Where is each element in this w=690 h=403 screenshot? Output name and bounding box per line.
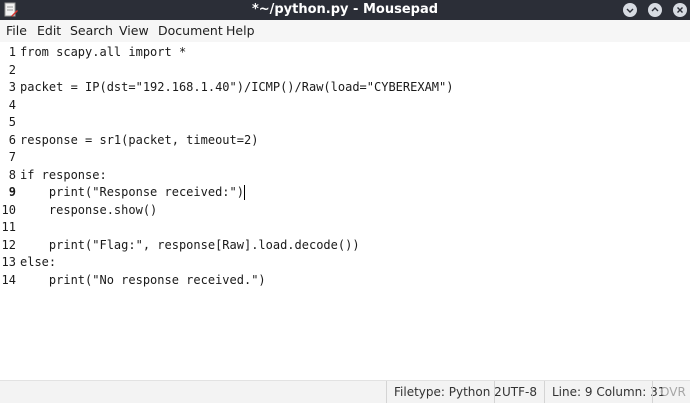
line-number: 14 xyxy=(1,272,16,287)
close-icon[interactable] xyxy=(673,3,687,17)
window-title: *~/python.py - Mousepad xyxy=(251,2,439,17)
menu-edit[interactable]: Edit xyxy=(37,23,62,38)
code-line[interactable]: print("Flag:", response[Raw].load.decode… xyxy=(20,237,360,252)
status-encoding[interactable]: UTF-8 xyxy=(494,381,537,403)
line-number: 3 xyxy=(8,80,16,94)
status-filetype[interactable]: Filetype: Python 2 xyxy=(386,381,502,403)
code-line[interactable] xyxy=(20,97,690,114)
line-number: 4 xyxy=(8,97,16,112)
menu-view[interactable]: View xyxy=(119,23,149,38)
text-cursor xyxy=(243,185,245,200)
code-line[interactable] xyxy=(20,62,690,79)
status-bar: Filetype: Python 2 UTF-8 Line: 9 Column:… xyxy=(0,380,690,403)
line-number: 12 xyxy=(1,237,16,252)
mousepad-icon xyxy=(4,2,18,18)
line-number-current: 9 xyxy=(8,185,16,199)
line-number-gutter: 1 2 3 4 5 6 7 8 9 10 11 12 13 14 xyxy=(0,42,17,380)
line-number: 6 xyxy=(8,132,16,147)
line-number: 1 xyxy=(8,45,16,59)
code-line[interactable] xyxy=(20,219,690,236)
status-line-column: Line: 9 Column: 31 xyxy=(544,381,665,403)
code-line[interactable]: from scapy.all import * xyxy=(20,45,187,59)
code-line[interactable]: response = sr1(packet, timeout=2) xyxy=(20,132,259,147)
code-line[interactable]: response.show() xyxy=(20,202,158,217)
code-line[interactable]: packet = IP(dst="192.168.1.40")/ICMP()/R… xyxy=(20,80,454,94)
line-number: 13 xyxy=(1,255,16,269)
menu-file[interactable]: File xyxy=(6,23,27,38)
line-number: 8 xyxy=(8,167,16,182)
line-number: 11 xyxy=(1,220,16,234)
code-line[interactable] xyxy=(20,149,690,166)
code-line[interactable]: print("No response received.") xyxy=(20,272,266,287)
code-line[interactable]: else: xyxy=(20,255,57,269)
menu-search[interactable]: Search xyxy=(70,23,113,38)
code-line-current[interactable]: print("Response received:") xyxy=(20,185,244,199)
line-number: 10 xyxy=(1,202,16,217)
code-line[interactable]: if response: xyxy=(20,167,107,182)
line-number: 2 xyxy=(8,62,16,77)
menu-document[interactable]: Document xyxy=(158,23,223,38)
maximize-icon[interactable] xyxy=(648,3,662,17)
minimize-icon[interactable] xyxy=(623,3,637,17)
title-bar: *~/python.py - Mousepad xyxy=(0,0,690,20)
line-number: 7 xyxy=(8,150,16,164)
menu-help[interactable]: Help xyxy=(226,23,255,38)
code-line[interactable] xyxy=(20,114,690,131)
status-ovr: OVR xyxy=(652,381,686,403)
text-editor-area[interactable]: 1 2 3 4 5 6 7 8 9 10 11 12 13 14 from sc… xyxy=(0,42,690,380)
line-number: 5 xyxy=(8,115,16,129)
menu-bar: File Edit Search View Document Help xyxy=(0,20,690,42)
